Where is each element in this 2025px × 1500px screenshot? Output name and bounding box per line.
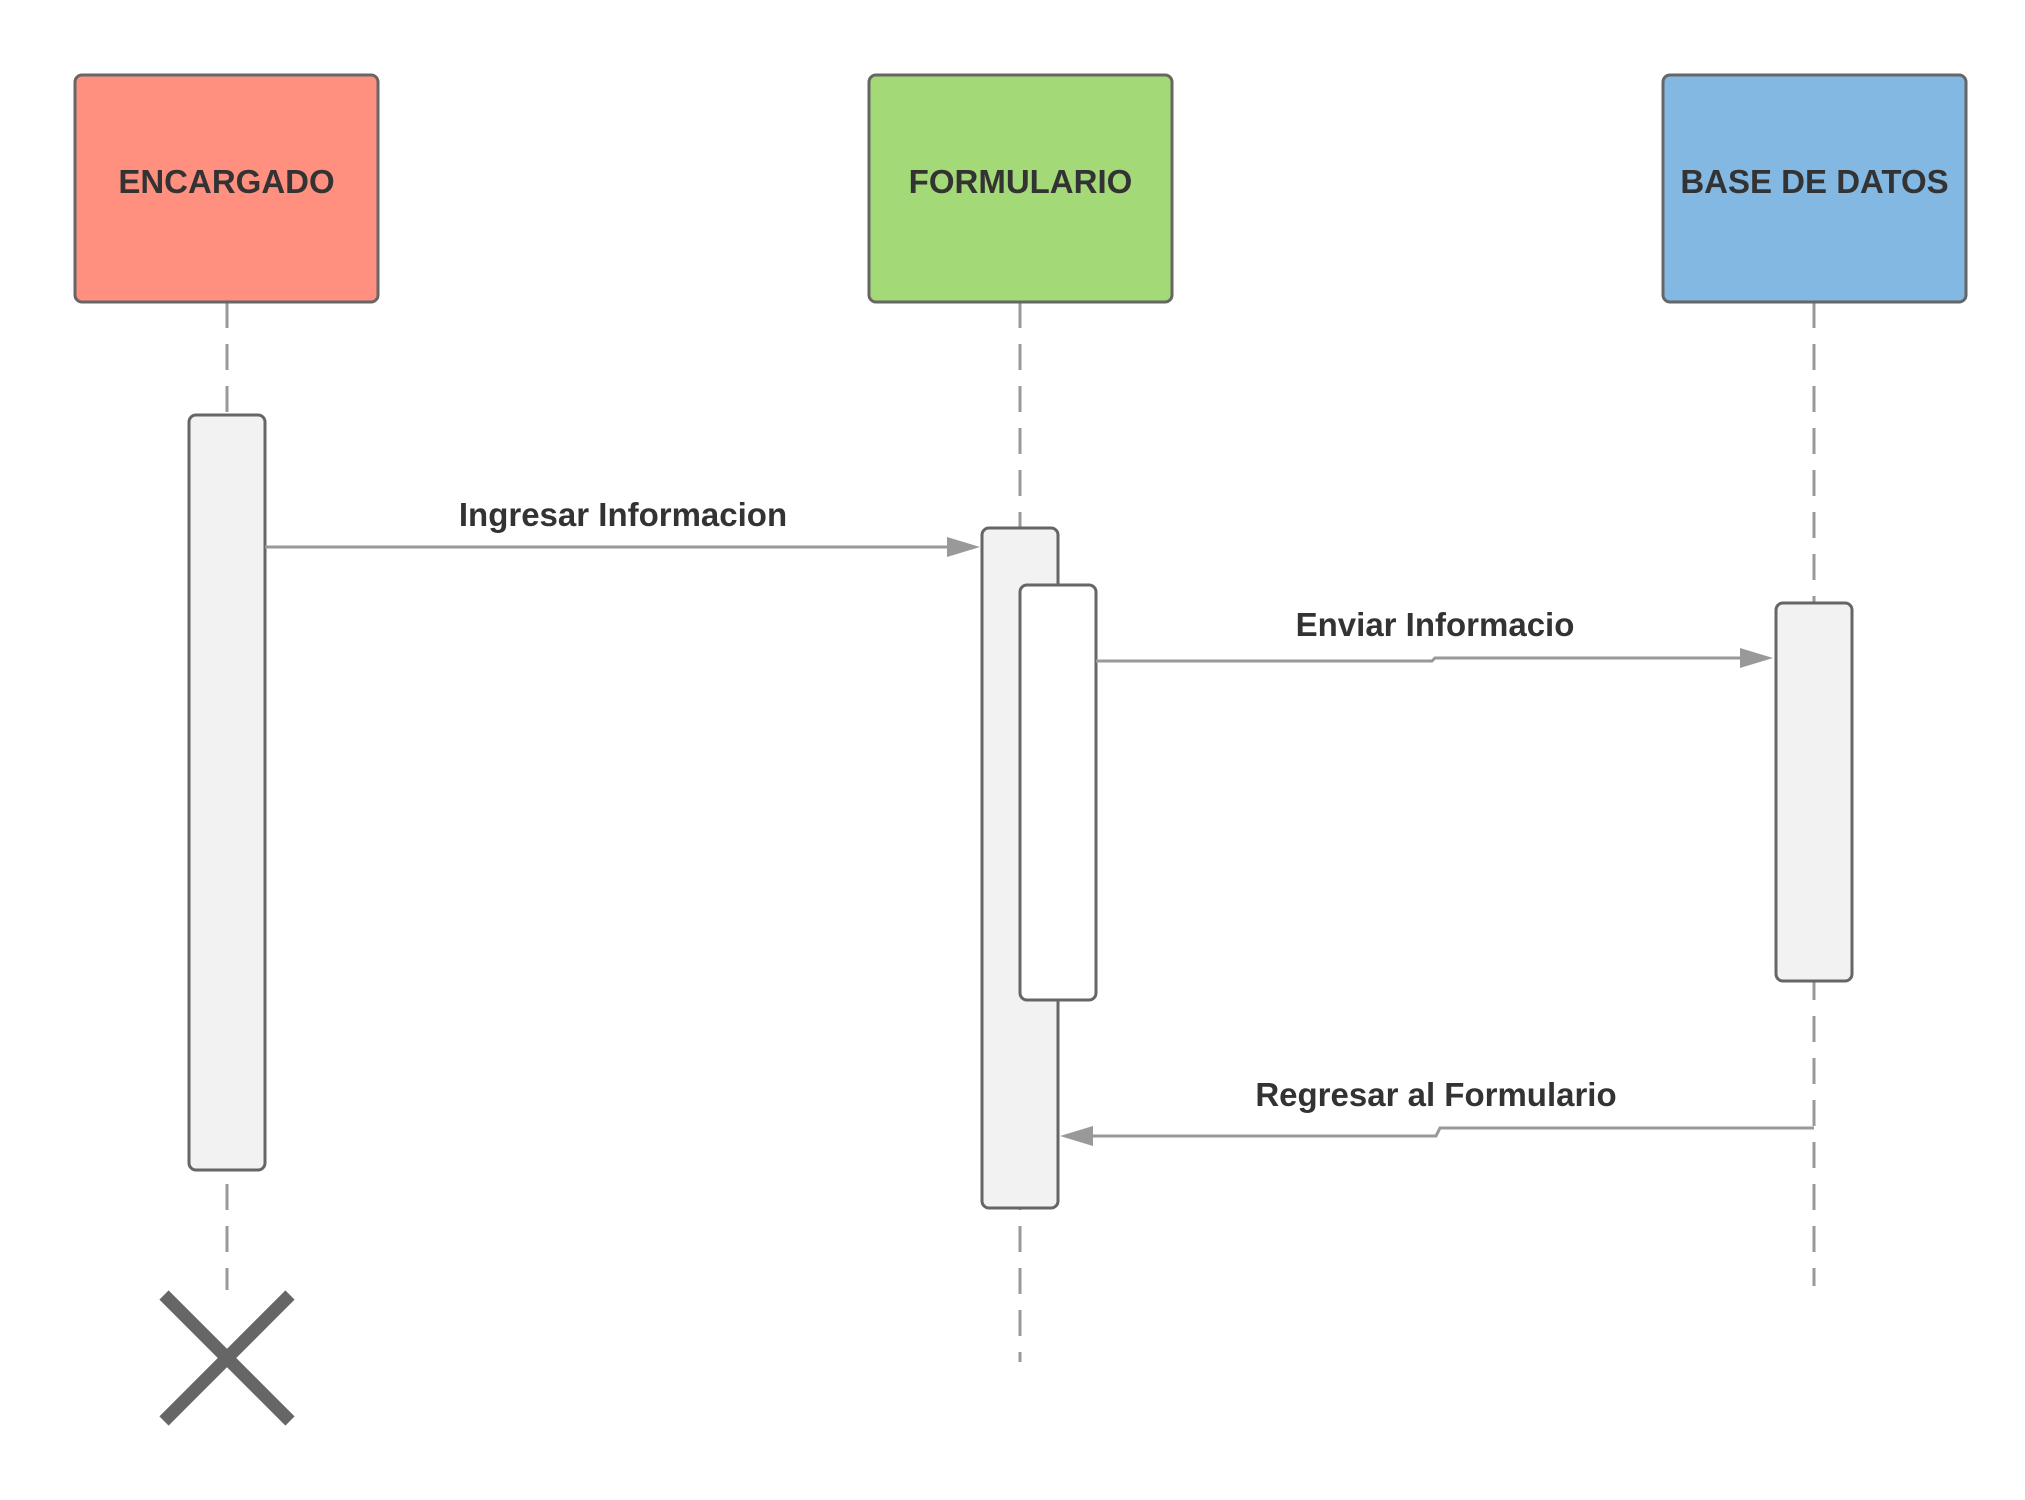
arrowhead-right-icon xyxy=(947,537,980,557)
participant-base-de-datos[interactable]: BASE DE DATOS xyxy=(1661,73,1968,304)
activation-bar-base-de-datos xyxy=(1774,601,1854,983)
message-arrow-line xyxy=(1085,1126,1814,1138)
participant-label: ENCARGADO xyxy=(118,163,334,200)
participant-formulario[interactable]: FORMULARIO xyxy=(867,73,1174,304)
message-label: Regresar al Formulario xyxy=(1255,1076,1616,1113)
participant-encargado[interactable]: ENCARGADO xyxy=(73,73,380,304)
arrowhead-right-icon xyxy=(1740,648,1773,668)
message-arrow-line xyxy=(1096,656,1748,663)
message-enviar-informacio[interactable]: Enviar Informacio xyxy=(1096,606,1773,668)
message-regresar-al-formulario[interactable]: Regresar al Formulario xyxy=(1060,1076,1814,1146)
participant-label: FORMULARIO xyxy=(909,163,1133,200)
message-label: Enviar Informacio xyxy=(1296,606,1575,643)
arrowhead-left-icon xyxy=(1060,1126,1093,1146)
participant-box xyxy=(867,73,1174,304)
participant-box xyxy=(73,73,380,304)
destroy-x-icon xyxy=(159,1290,295,1426)
activation-bar-encargado xyxy=(187,413,267,1172)
participant-box xyxy=(1661,73,1968,304)
message-label: Ingresar Informacion xyxy=(459,496,787,533)
participant-label: BASE DE DATOS xyxy=(1680,163,1948,200)
message-ingresar-informacion[interactable]: Ingresar Informacion xyxy=(265,496,980,557)
activation-bar-formulario-nested xyxy=(1018,583,1098,1002)
